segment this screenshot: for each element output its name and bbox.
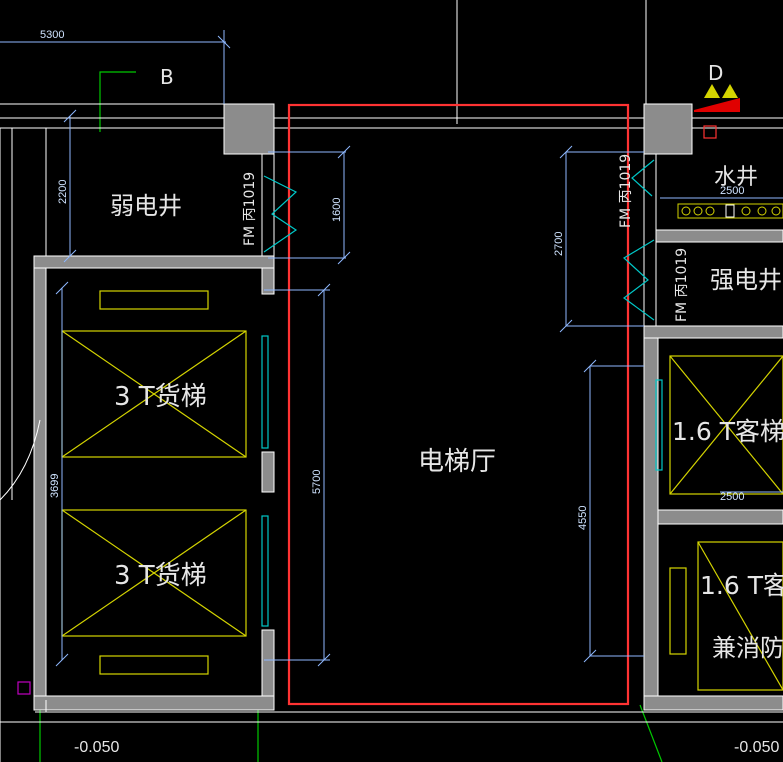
dim-3699: 3699: [49, 474, 61, 498]
wall-right-passenger-mid: [657, 509, 783, 525]
door-left-swing: [263, 175, 298, 253]
elevator-lobby-label: 电梯厅: [418, 447, 496, 477]
weak-shaft-label: 弱电井: [110, 192, 182, 220]
level-right: -0.050: [734, 739, 779, 756]
freight-elevator-2-label: 3 T货梯: [114, 561, 207, 591]
dim-2700: 2700: [553, 232, 565, 256]
wall-top-weak-shaft: [33, 255, 275, 269]
selection-rectangle[interactable]: [287, 103, 630, 706]
dim-2500-b: 2500: [720, 491, 744, 503]
axis-b-label: B: [160, 65, 174, 89]
passenger-elevator-2-label: 1.6 T客: [700, 571, 783, 600]
strong-shaft-label: 强电井: [710, 266, 782, 294]
axis-b-leader: [99, 71, 136, 132]
passenger-elevator-1-label: 1.6 T客梯: [672, 417, 783, 446]
axis-d-label: D: [708, 61, 723, 85]
wall-mid-elevators: [261, 451, 275, 493]
door-right-swing: [622, 239, 655, 321]
axis-line-bottom-2: [639, 704, 663, 762]
wall-left-elevators: [33, 267, 47, 711]
passenger-elevator-1[interactable]: [669, 355, 783, 495]
wall-bottom-elevators: [33, 695, 275, 711]
dim-2500-a: 2500: [720, 185, 744, 197]
wall-right-bottom: [643, 695, 783, 711]
elevator-door-2: [261, 515, 269, 627]
beam-lines: [0, 0, 783, 723]
dim-4550: 4550: [577, 506, 589, 530]
wall-right-strong-shaft-top: [655, 229, 783, 243]
passenger-elevator-2[interactable]: [669, 541, 783, 691]
wall-right-passenger: [643, 325, 783, 339]
axis-d-marker: [694, 84, 740, 139]
water-shaft-label: 水井: [714, 165, 758, 190]
water-pipes: [677, 203, 783, 219]
wall-outlines: [0, 128, 657, 762]
dim-5300: 5300: [40, 29, 64, 41]
fire-elevator-label: 兼消防: [712, 634, 783, 662]
elevator-door-3: [655, 379, 663, 471]
dim-2200: 2200: [57, 180, 69, 204]
freight-elevator-1[interactable]: [61, 290, 247, 458]
freight-elevator-2[interactable]: [61, 509, 247, 675]
elevator-door-1: [261, 335, 269, 449]
axis-lines: [39, 71, 663, 762]
freight-elevator-1-label: 3 T货梯: [114, 382, 207, 412]
water-pipe-marker: [725, 204, 735, 218]
door-right-top-label: FM 丙1019: [618, 154, 634, 228]
dim-5700: 5700: [311, 470, 323, 494]
level-left: -0.050: [74, 739, 119, 756]
door-right-mid-label: FM 丙1019: [674, 248, 690, 322]
left-marker: [17, 681, 31, 695]
left-door-arc: [0, 419, 41, 501]
dim-1600: 1600: [331, 198, 343, 222]
column-b: [223, 103, 275, 155]
dimension-lines: [0, 30, 783, 667]
doors: [261, 159, 663, 627]
door-left-label: FM 丙1019: [242, 172, 258, 246]
column-d: [643, 103, 693, 155]
wall-right-elevators-top: [261, 267, 275, 295]
door-right-top-swing: [631, 159, 655, 197]
walls: [33, 103, 783, 711]
